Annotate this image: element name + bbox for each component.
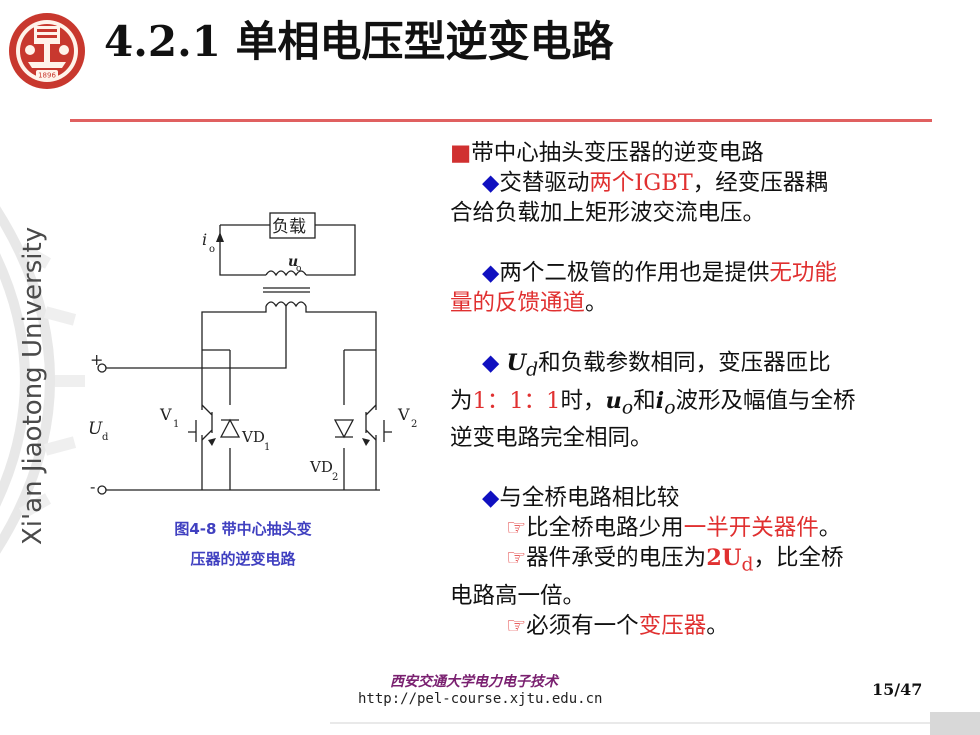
plus-label: + [90,350,103,369]
page-number: 15/47 [872,680,923,699]
ud-sub: d [102,432,109,443]
bullet-3: ◆ Ud和负载参数相同，变压器匝比 [482,350,831,381]
pointing-hand-icon: ☞ [506,515,527,541]
footer-divider [330,722,930,724]
caption-line-2: 压器的逆变电路 [190,550,296,568]
v1-sub: 1 [173,419,179,430]
section-heading: ■带中心抽头变压器的逆变电路 [450,140,764,166]
bullet-3-cont-2: 逆变电路完全相同。 [450,425,653,451]
watermark-gear-graphic [0,206,85,554]
uo-label: u [288,254,298,270]
figure-caption: 图4-8 带中心抽头变 压器的逆变电路 [148,514,338,574]
footer-brand: 西安交通大学电力电子技术 [390,674,558,690]
io-label: i [202,230,207,249]
vd2-sub: 2 [332,472,338,483]
slide-body-text: ■带中心抽头变压器的逆变电路 ◆交替驱动两个IGBT，经变压器耦 合给负载加上矩… [450,138,930,641]
bullet-2: ◆两个二极管的作用也是提供无功能 [482,260,837,286]
vd1-label: VD [241,428,265,446]
io-sub: o [209,244,215,255]
bullet-1: ◆交替驱动两个IGBT，经变压器耦 [482,170,828,196]
vd2-label: VD [309,458,333,476]
bullet-4: ◆与全桥电路相比较 [482,485,680,511]
ud-label: U [88,419,103,439]
v2-label: V [397,405,410,424]
footer-corner-block [930,712,980,735]
footer-url-link[interactable]: http://pel-course.xjtu.edu.cn [358,691,603,707]
title-divider [70,119,932,122]
bullet-1-cont: 合给负载加上矩形波交流电压。 [450,200,766,226]
center-tapped-inverter-circuit: 负载 i o u o + - U d V 1 VD 1 VD 2 V 2 [88,212,417,496]
v1-label: V [159,405,172,424]
sub-bullet-2: ☞器件承受的电压为2Ud，比全桥 [506,545,844,576]
bullet-3-cont: 为1：1：1时，uo和io波形及幅值与全桥 [450,387,856,419]
emblem-year: 1896 [38,72,56,80]
bullet-2-cont: 量的反馈通道。 [450,290,608,316]
load-label: 负载 [272,217,306,237]
university-emblem-icon: 1896 [9,13,85,89]
square-bullet-icon: ■ [450,140,472,166]
minus-label: - [90,477,95,496]
vd1-sub: 1 [264,442,270,453]
caption-line-1: 图4-8 带中心抽头变 [174,520,312,538]
sub-bullet-3: ☞必须有一个变压器。 [506,612,729,639]
pointing-hand-icon: ☞ [506,545,527,571]
university-name-vertical: Xi'an Jiaotong University [18,226,48,545]
uo-sub: o [296,264,301,274]
sub-bullet-2-cont: 电路高一倍。 [450,582,586,609]
pointing-hand-icon: ☞ [506,612,527,639]
v2-sub: 2 [411,419,417,430]
diamond-bullet-icon: ◆ [482,260,500,286]
diamond-bullet-icon: ◆ [482,350,500,376]
diamond-bullet-icon: ◆ [482,170,500,196]
slide-title: 4.2.1 单相电压型逆变电路 [104,17,614,66]
sub-bullet-1: ☞比全桥电路少用一半开关器件。 [506,515,842,541]
diamond-bullet-icon: ◆ [482,485,500,511]
